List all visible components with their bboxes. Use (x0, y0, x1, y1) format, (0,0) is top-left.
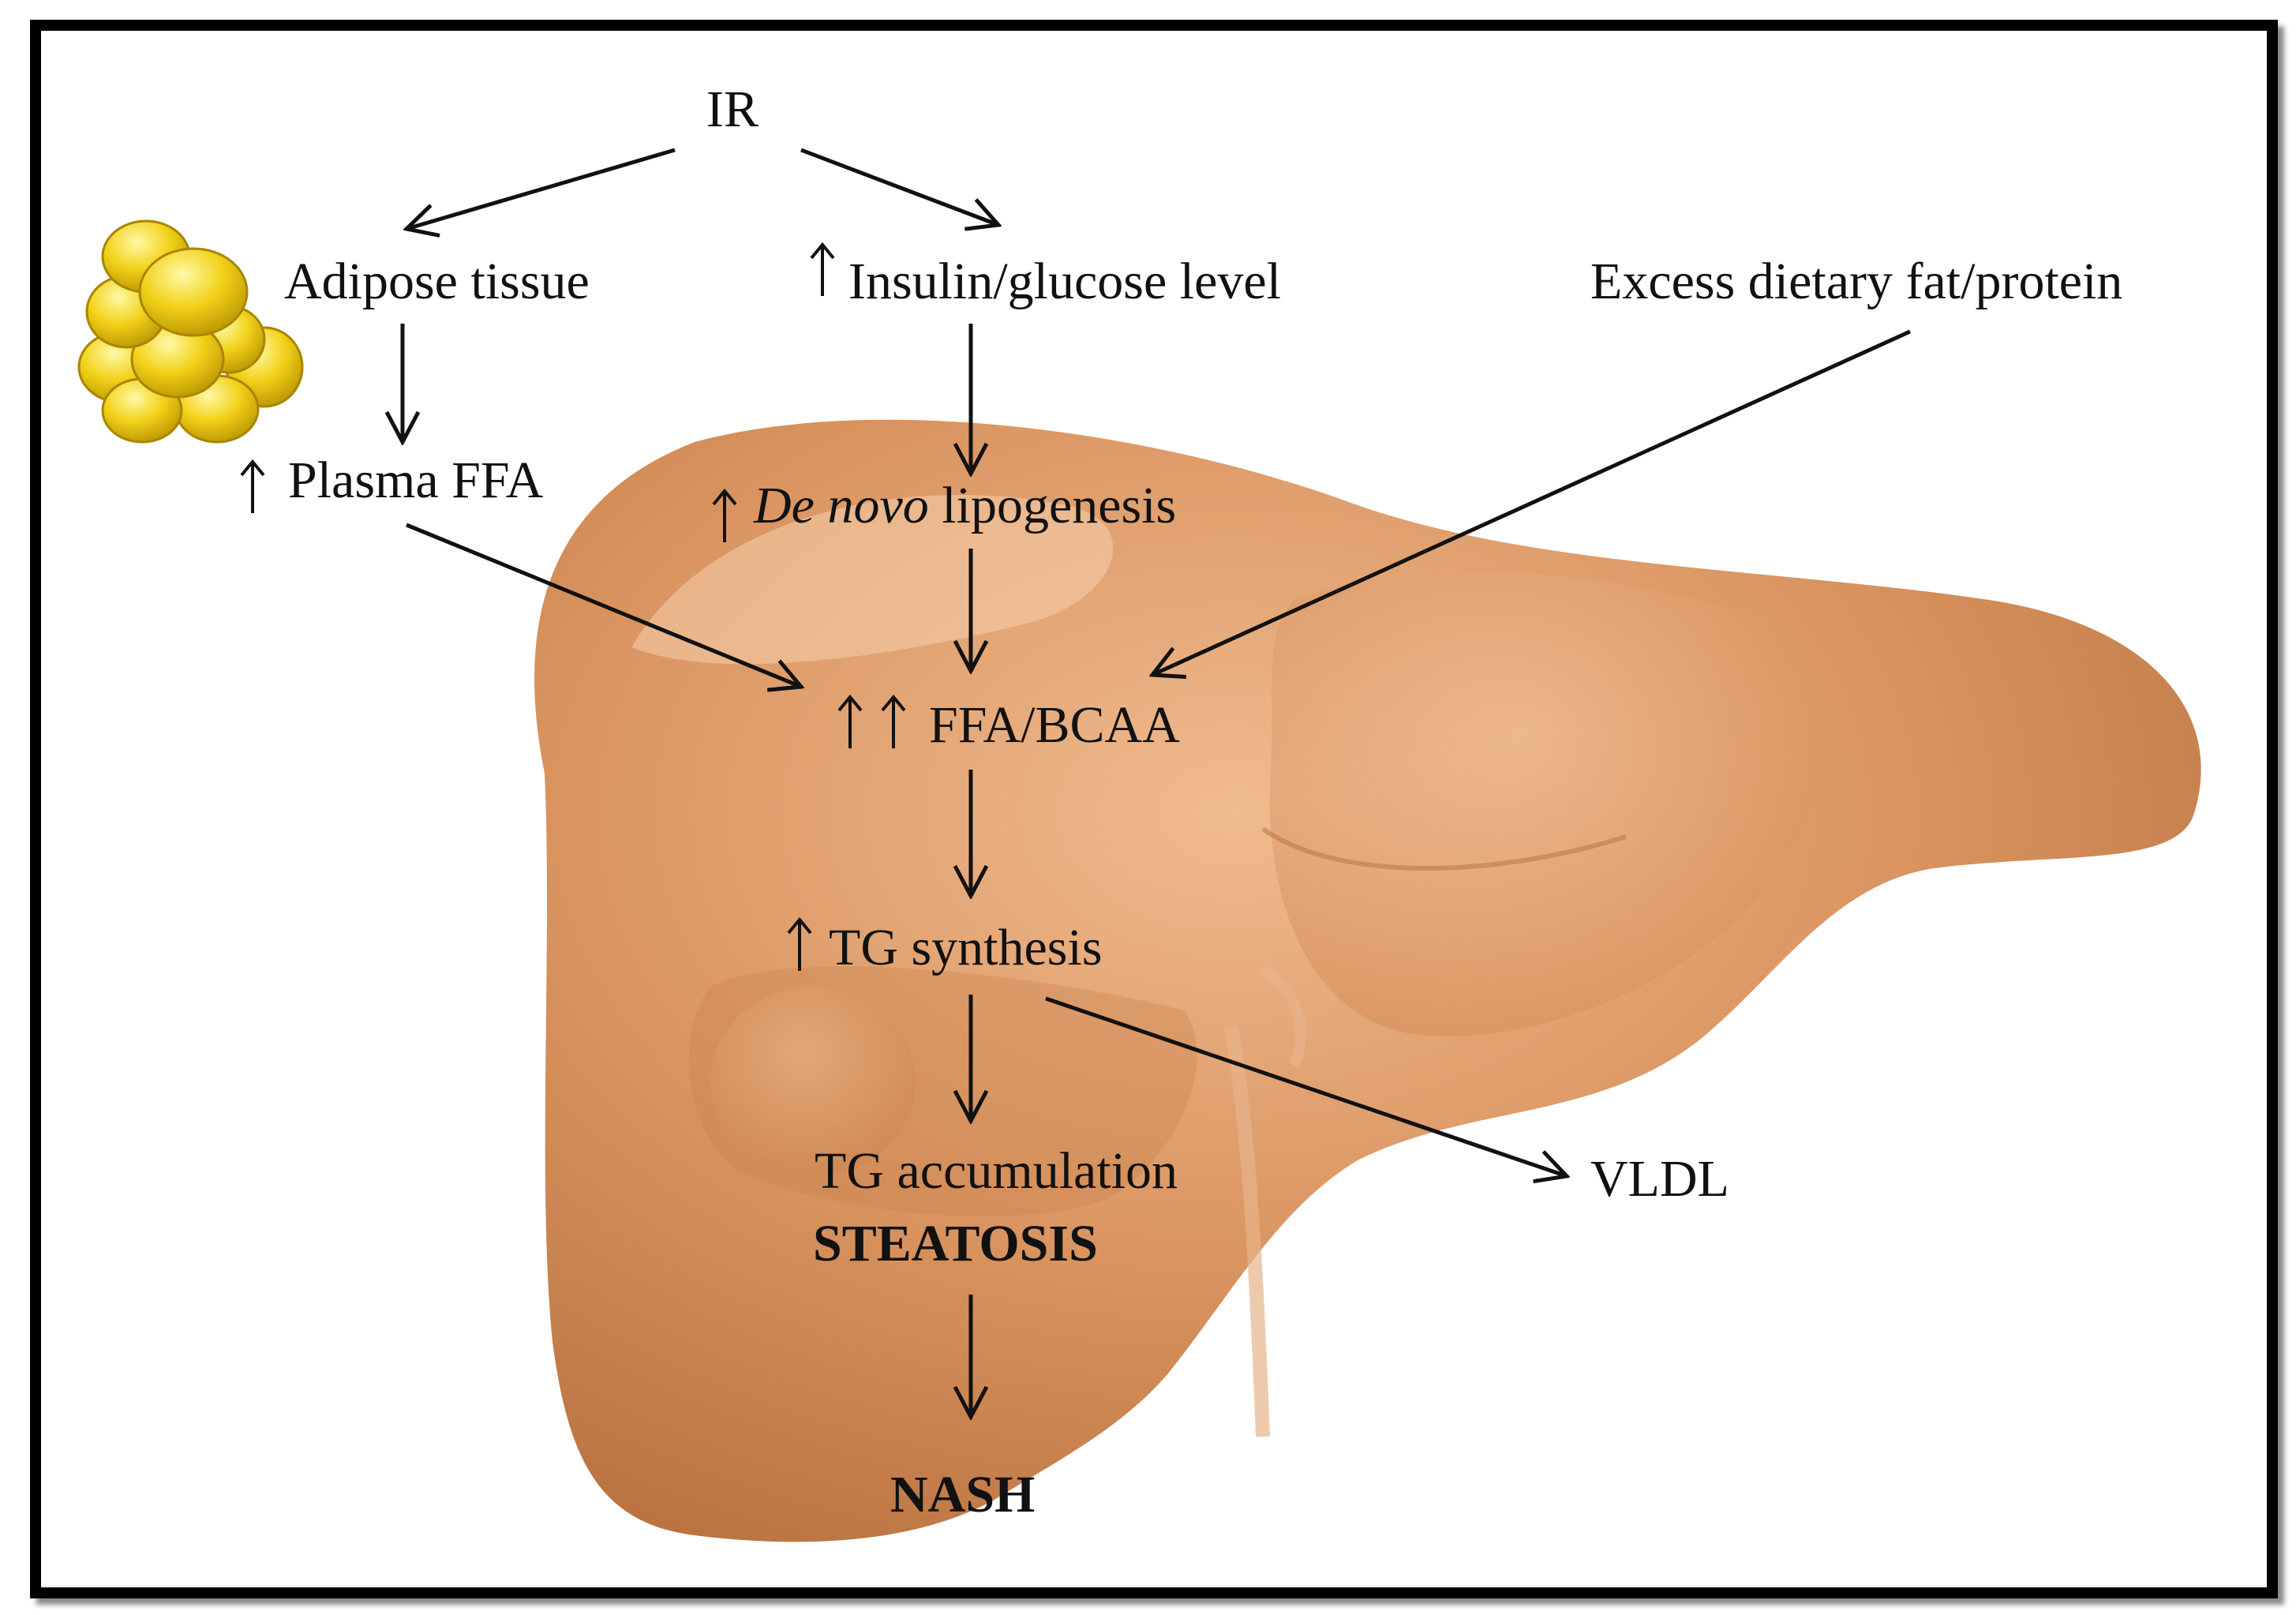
adipose-cells-icon (77, 219, 304, 444)
watermark-text: http://www.zdsolutions.it/flash/gallery_… (971, 1510, 1796, 1545)
up-arrow-icon (837, 694, 863, 748)
label-lipogenesis: lipogenesis (929, 477, 1176, 534)
liver-upper-highlight (631, 494, 1114, 665)
label-tg-synthesis: TG synthesis (829, 919, 1103, 976)
arrow-ir-to-insulin (800, 148, 998, 225)
arrow-ir-to-adipose (406, 148, 676, 229)
up-arrow-icon (810, 242, 835, 296)
label-nash: NASH (890, 1466, 1035, 1523)
pathway-arrows (403, 148, 1912, 1417)
up-arrow-icon (787, 916, 812, 971)
label-ffa-bcaa: FFA/BCAA (929, 696, 1180, 754)
gallbladder (710, 987, 916, 1176)
label-de-novo-italic: De novo (753, 477, 929, 534)
label-excess-dietary: Excess dietary fat/protein (1590, 253, 2122, 310)
label-plasma-ffa: Plasma FFA (288, 452, 544, 509)
label-de-novo-lipogenesis: De novo lipogenesis (753, 477, 1176, 534)
up-arrow-icon (881, 694, 906, 748)
label-insulin-glucose: Insulin/glucose level (848, 253, 1281, 310)
pathway-labels: IR Adipose tissue Insulin/glucose level … (284, 81, 2122, 1523)
increase-markers (240, 242, 906, 971)
label-adipose-tissue: Adipose tissue (284, 253, 590, 310)
hepatic-vessel (1224, 1025, 1270, 1437)
liver-lobe-fold (1261, 826, 1627, 871)
label-tg-accumulation: TG accumulation (815, 1142, 1178, 1200)
label-vldl: VLDL (1590, 1150, 1729, 1208)
arrow-excess-to-ffa-bcaa (1152, 329, 1912, 675)
arrow-plasma-ffa-to-ffa-bcaa (406, 523, 801, 687)
hepatic-vessel-2 (1260, 965, 1306, 1068)
arrow-tg-synthesis-to-vldl (1045, 996, 1567, 1176)
liver-lower-shadow (688, 966, 1197, 1216)
label-ir: IR (706, 81, 758, 138)
label-steatosis: STEATOSIS (813, 1215, 1098, 1272)
up-arrow-icon (240, 459, 265, 513)
liver-illustration (534, 419, 2201, 1542)
up-arrow-icon (712, 488, 737, 542)
liver-right-lobe (1269, 571, 1829, 1036)
